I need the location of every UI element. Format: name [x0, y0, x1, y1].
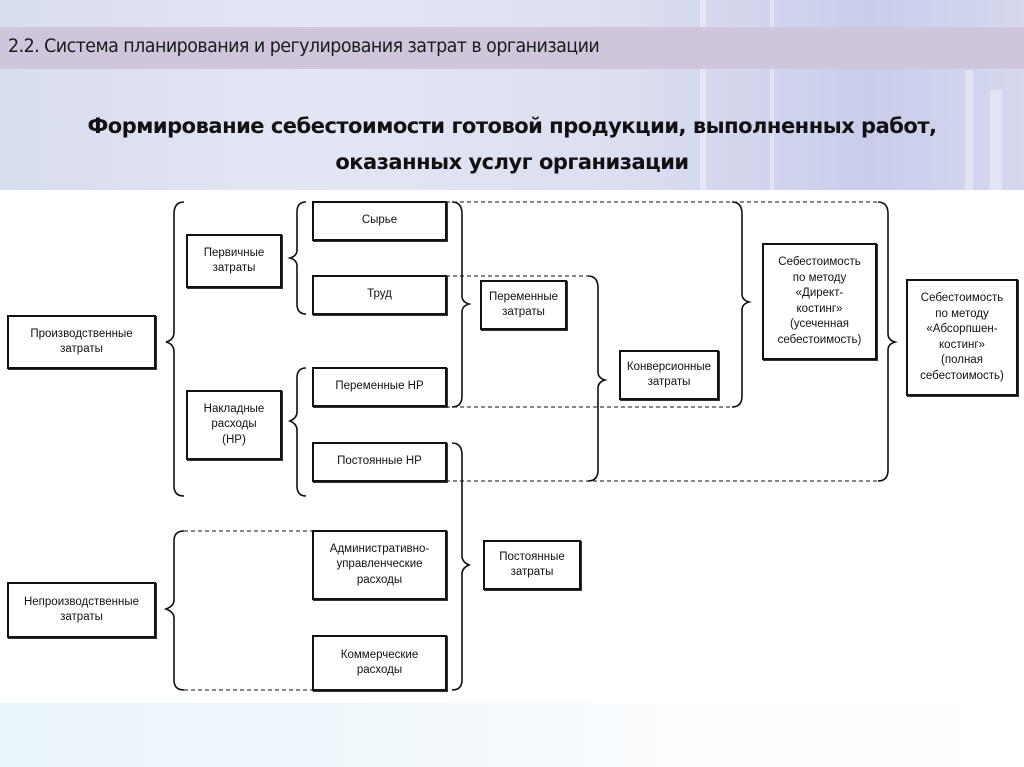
- node-label: Накладные: [203, 402, 265, 415]
- node-label: управленческие: [336, 558, 423, 571]
- node-label: расходы: [356, 573, 403, 586]
- node-label: затраты: [510, 566, 554, 578]
- slide-heading: Формирование себестоимости готовой проду…: [0, 108, 1024, 180]
- node-label: (усеченная: [790, 318, 849, 330]
- node-label: Первичные: [203, 246, 265, 259]
- node-label: Труд: [367, 288, 392, 301]
- background-decoration: [770, 0, 774, 190]
- node-label: Коммерческие: [340, 648, 419, 661]
- node-label: «Абсорпшен-: [926, 323, 998, 335]
- node-admin-expenses: Административно-управленческие расходы: [312, 530, 447, 600]
- node-label: Постоянные: [499, 550, 565, 563]
- node-label: Конверсионные: [626, 360, 712, 373]
- node-labor: Труд: [312, 275, 447, 315]
- background-footer: [0, 703, 1024, 767]
- node-label: Производственные: [30, 327, 133, 340]
- node-label: расходы: [356, 664, 403, 676]
- node-production-costs: Производственные затраты: [7, 315, 156, 369]
- node-label: (НР): [222, 433, 246, 446]
- node-label: Постоянные НР: [337, 455, 422, 468]
- background-decoration: [700, 0, 706, 190]
- node-label: себестоимость): [777, 333, 862, 346]
- node-label: Себестоимость: [778, 256, 861, 268]
- node-commercial-expenses: Коммерческие расходы: [312, 635, 447, 691]
- background-decoration: [990, 90, 1002, 190]
- node-overhead: Накладные расходы (НР): [186, 390, 282, 460]
- node-absorption-costing: Себестоимость по методу «Абсорпшен-костинг…: [906, 279, 1018, 396]
- node-label: костинг»: [939, 338, 985, 351]
- node-label: расходы: [211, 418, 257, 431]
- node-label: Сырье: [361, 214, 398, 227]
- background-decoration: [965, 70, 973, 190]
- node-fixed-costs: Постоянные затраты: [483, 540, 581, 590]
- node-label: по методу: [935, 307, 989, 320]
- node-label: Переменные НР: [335, 380, 424, 393]
- node-label: (полная: [941, 354, 983, 366]
- node-label: затраты: [212, 262, 256, 274]
- node-label: по методу: [792, 271, 847, 284]
- node-variable-costs: Переменные затраты: [480, 280, 567, 330]
- node-nonproduction-costs: Непроизводственные затраты: [7, 582, 156, 638]
- section-title: 2.2. Система планирования и регулировани…: [8, 35, 600, 57]
- node-variable-overhead: Переменные НР: [312, 367, 447, 407]
- node-direct-costing: Себестоимость по методу «Директ-костинг» (у…: [762, 243, 877, 360]
- node-fixed-overhead: Постоянные НР: [312, 442, 447, 482]
- node-label: «Директ-: [795, 287, 844, 299]
- node-primary-costs: Первичные затраты: [186, 234, 282, 288]
- node-label: затраты: [647, 376, 691, 388]
- node-label: затраты: [60, 611, 103, 623]
- node-label: Непроизводственные: [23, 595, 139, 608]
- section-title-band: [0, 27, 1024, 69]
- node-label: Переменные: [488, 290, 559, 303]
- slide-heading-line-2: оказанных услуг организации: [335, 150, 689, 174]
- node-label: затраты: [60, 343, 103, 355]
- node-label: себестоимость): [920, 369, 1004, 382]
- node-label: затраты: [502, 306, 545, 318]
- node-label: Административно-: [329, 542, 430, 555]
- node-label: костинг»: [796, 302, 843, 315]
- node-label: Себестоимость: [920, 292, 1004, 304]
- node-conversion-costs: Конверсионные затраты: [619, 350, 719, 400]
- slide-heading-line-1: Формирование себестоимости готовой проду…: [87, 114, 937, 138]
- node-raw-materials: Сырье: [312, 201, 447, 241]
